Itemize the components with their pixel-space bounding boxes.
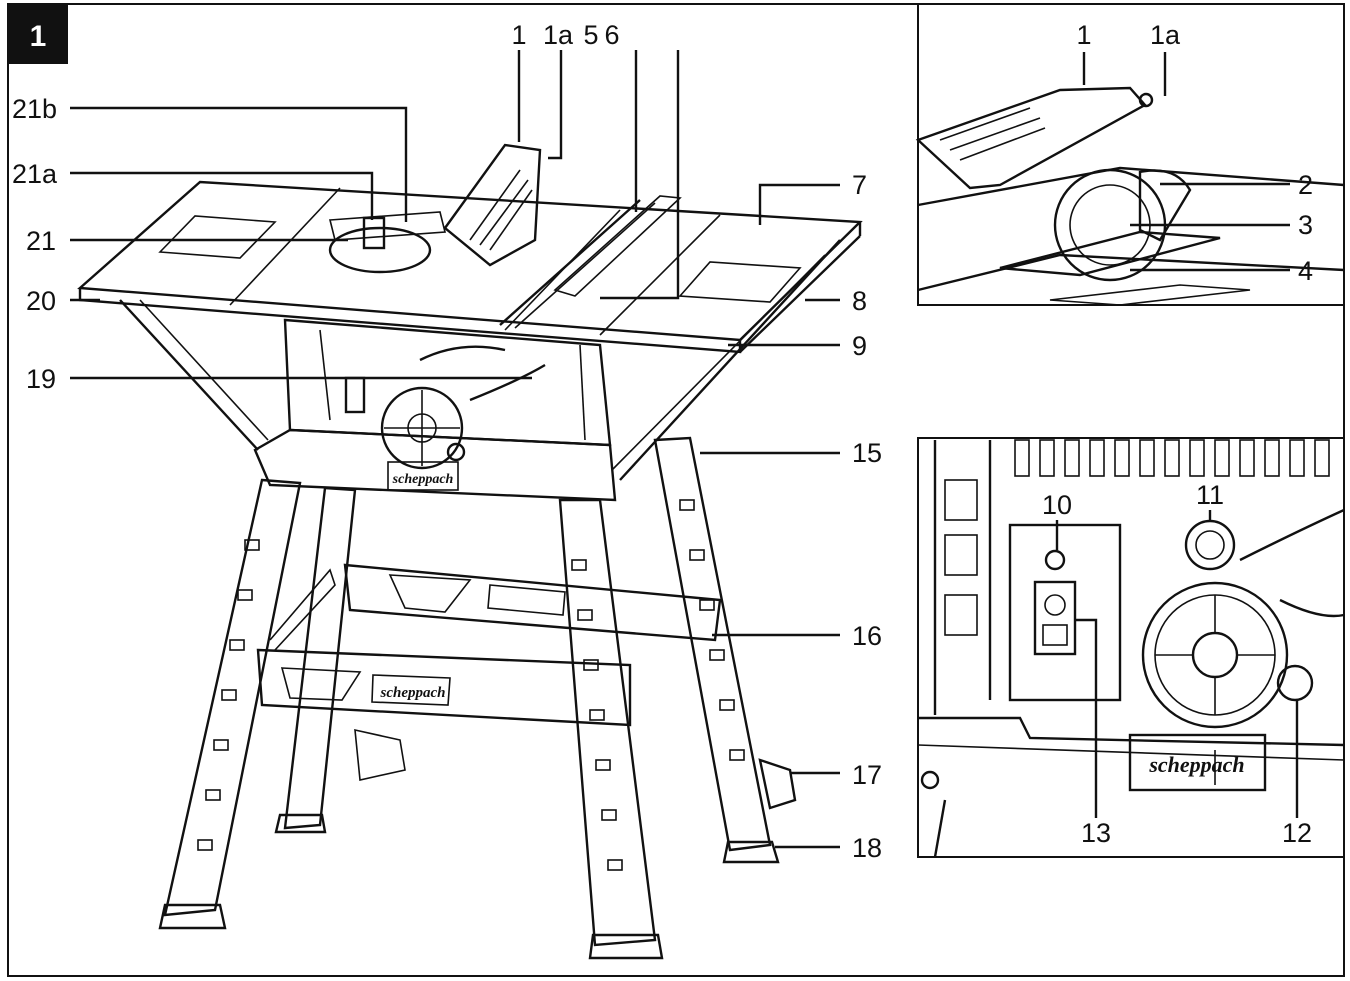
rip-fence-rail <box>499 199 641 326</box>
bottom-inset <box>917 437 1345 858</box>
inset-logo-plate <box>1128 733 1267 792</box>
leg-front-right <box>558 498 657 947</box>
extraction-hose <box>419 345 506 362</box>
callout-label: 5 <box>583 20 598 50</box>
mitre-knob <box>362 216 386 250</box>
foot-front-right <box>588 933 664 960</box>
callout-label: 20 <box>26 286 56 316</box>
callout-label: 9 <box>852 331 867 361</box>
leg-rear-right <box>653 436 772 852</box>
on-off-switch <box>344 376 366 414</box>
figure-number-badge <box>8 4 68 64</box>
brand-logo: scheppach <box>380 685 446 701</box>
callout-label: 2 <box>1298 170 1313 200</box>
callout-label: 4 <box>1298 256 1313 286</box>
callout-label: 3 <box>1298 210 1313 240</box>
callout-label: 21b <box>12 94 57 124</box>
support-strut-right <box>619 239 841 481</box>
callout-label: 15 <box>852 438 882 468</box>
callout-label: 17 <box>852 760 882 790</box>
inset-locking-knob <box>1276 664 1314 702</box>
callout-label: 18 <box>852 833 882 863</box>
foot-rear-left <box>274 813 327 834</box>
brand-logo: scheppach <box>1148 752 1244 777</box>
callout-label: 19 <box>26 364 56 394</box>
height-adjust-wheel <box>380 386 464 470</box>
inset-overload-button <box>1044 549 1066 571</box>
locking-knob <box>446 442 466 462</box>
main-callouts: 1 1a 5 6 21b 21a 21 20 19 7 8 9 15 16 17… <box>12 20 882 863</box>
callout-label: 1a <box>543 20 574 50</box>
callout-label: 16 <box>852 621 882 651</box>
callout-label: 12 <box>1282 818 1312 848</box>
inset-switch-plate <box>1008 523 1122 702</box>
top-inset-leader-lines <box>1082 52 1290 272</box>
callout-label: 8 <box>852 286 867 316</box>
figure-number: 1 <box>30 20 47 53</box>
foot-rear-right <box>722 840 780 864</box>
callout-label: 1a <box>1150 20 1181 50</box>
blade-guard <box>443 143 542 267</box>
foot-front-left <box>158 903 227 930</box>
callout-label: 11 <box>1196 480 1224 510</box>
logo-plate-base <box>387 461 459 491</box>
callout-label: 1 <box>1076 20 1091 50</box>
brand-logo: scheppach <box>392 472 454 487</box>
inset-blade-guard <box>915 86 1147 190</box>
support-strut-left <box>119 299 259 451</box>
outer-frame <box>7 3 1345 977</box>
wall-hook <box>758 758 797 810</box>
top-inset-callouts: 1 1a 2 3 4 <box>1076 20 1313 286</box>
bottom-inset-leader-lines <box>1055 510 1299 818</box>
callout-label: 21a <box>12 159 58 189</box>
leg-front-left <box>163 478 302 917</box>
top-inset <box>915 4 1345 306</box>
callout-label: 1 <box>511 20 526 50</box>
inset-height-wheel <box>1141 581 1289 729</box>
callout-label: 21 <box>26 226 56 256</box>
bottom-inset-callouts: 10 11 13 12 <box>1042 480 1312 848</box>
main-leader-lines <box>70 50 840 849</box>
table-top <box>77 180 863 342</box>
callout-label: 13 <box>1081 818 1111 848</box>
parallel-stop <box>553 195 682 297</box>
mitre-gauge <box>328 226 432 274</box>
logo-plate-left <box>158 215 277 259</box>
table-saw-drawing <box>77 143 863 960</box>
inset-riving-knife <box>1138 169 1192 242</box>
leg-rear-left <box>283 486 357 830</box>
logo-plate-right <box>678 261 802 303</box>
callout-label: 6 <box>604 20 619 50</box>
cross-brace-lower <box>256 648 632 727</box>
bottom-inset-frame <box>917 437 1344 858</box>
callout-label: 10 <box>1042 490 1072 520</box>
callout-label: 7 <box>852 170 867 200</box>
inset-on-off-switch <box>1033 580 1077 656</box>
top-inset-frame <box>917 4 1344 306</box>
inset-angle-lock-knob <box>1184 519 1236 571</box>
base-frame <box>253 428 617 502</box>
inset-table-insert <box>999 230 1221 277</box>
cross-brace-upper <box>343 563 722 642</box>
